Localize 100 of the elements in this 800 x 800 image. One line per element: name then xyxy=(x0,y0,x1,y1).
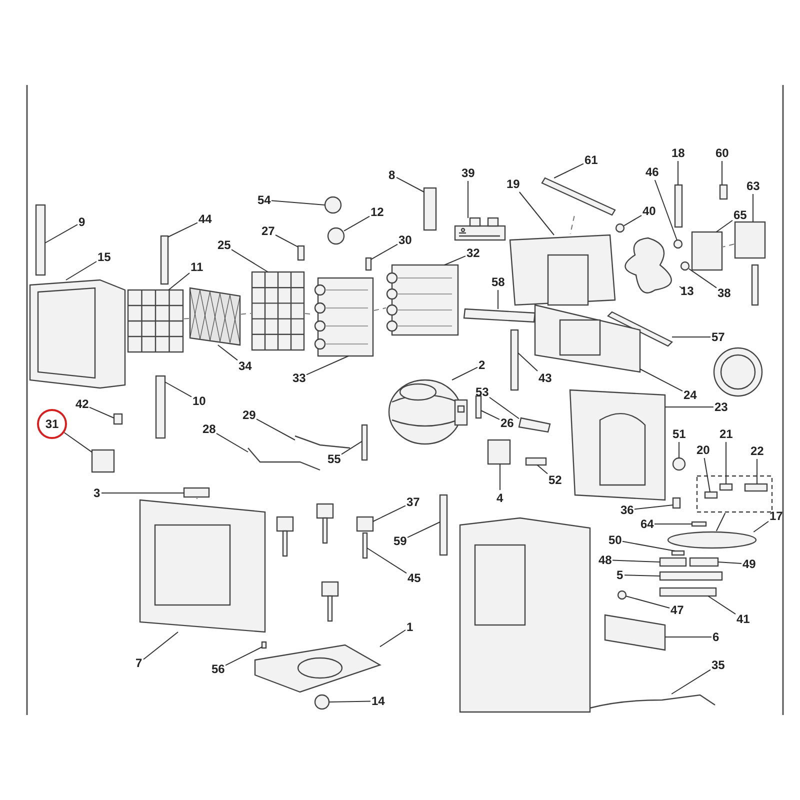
leader-line xyxy=(672,336,711,338)
tube-drawing xyxy=(248,448,320,471)
leader-line xyxy=(624,214,642,226)
leader-line xyxy=(489,396,520,420)
leader-line xyxy=(678,442,680,458)
clip-drawing xyxy=(719,184,728,200)
callout-number: 28 xyxy=(202,422,216,436)
strip-drawing xyxy=(160,235,169,285)
callout-number: 49 xyxy=(742,557,756,571)
leader-line xyxy=(671,669,711,694)
circuit-board-drawing xyxy=(454,217,506,241)
callout-number: 15 xyxy=(98,250,111,264)
callout-number: 25 xyxy=(218,238,231,252)
leader-line xyxy=(344,216,370,232)
callout-number: 53 xyxy=(476,385,489,399)
key-drawing xyxy=(744,483,768,492)
control-panel-drawing xyxy=(667,531,757,549)
leader-line xyxy=(664,636,712,638)
board-part-drawing xyxy=(659,557,687,567)
callout-number: 11 xyxy=(190,260,204,274)
dashed-outline xyxy=(696,475,773,513)
callout-number: 7 xyxy=(136,656,142,670)
leader-line xyxy=(341,440,362,455)
callout-number: 29 xyxy=(242,408,256,422)
callout-number: 45 xyxy=(408,571,421,585)
bar-drawing xyxy=(606,311,674,347)
leader-line xyxy=(372,505,406,522)
caster-wheel-drawing xyxy=(314,694,330,710)
callout-number: 30 xyxy=(398,233,412,247)
filter-drawing xyxy=(127,289,184,353)
leader-line xyxy=(225,646,262,666)
leader-line xyxy=(66,261,97,280)
leader-line xyxy=(612,560,660,562)
circled-callout-number: 31 xyxy=(37,409,67,439)
callout-number: 17 xyxy=(770,509,783,523)
leader-line xyxy=(654,180,678,240)
callout-number: 5 xyxy=(616,568,624,582)
clip-drawing xyxy=(671,550,685,556)
sensor-drawing xyxy=(518,417,551,433)
leader-line xyxy=(716,512,726,532)
callout-number: 52 xyxy=(548,473,562,487)
tube-drawing xyxy=(365,257,372,271)
leader-line xyxy=(704,458,710,492)
bracket-drawing xyxy=(734,221,766,259)
callout-number: 32 xyxy=(466,246,480,260)
callout-number: 64 xyxy=(640,517,654,531)
callout-number: 34 xyxy=(238,359,252,373)
leader-line xyxy=(256,418,296,440)
tube-drawing xyxy=(297,245,305,261)
callout-number: 21 xyxy=(720,427,733,441)
callout-number: 44 xyxy=(198,212,212,226)
callout-number: 54 xyxy=(258,193,271,207)
callout-number: 59 xyxy=(394,534,407,548)
strip-drawing xyxy=(155,375,166,439)
callout-number: 33 xyxy=(292,371,306,385)
leader-line xyxy=(231,249,268,272)
callout-number: 48 xyxy=(598,553,612,567)
leader-line xyxy=(688,268,717,288)
leader-line xyxy=(370,244,398,260)
filter-drawing xyxy=(251,271,305,351)
strip-drawing xyxy=(674,184,683,228)
spring-drawing xyxy=(615,223,625,233)
callout-number: 9 xyxy=(78,215,86,229)
coil-drawing xyxy=(324,196,342,214)
callout-number: 10 xyxy=(192,394,206,408)
condenser-drawing xyxy=(386,264,459,336)
leader-line xyxy=(407,522,440,538)
pipe-drawing xyxy=(475,395,482,419)
bolt-drawing xyxy=(362,532,368,559)
bar-drawing xyxy=(541,177,616,216)
leader-line xyxy=(366,548,407,574)
leader-line xyxy=(664,406,714,408)
rubber-foot-drawing xyxy=(356,516,374,532)
circuit-board-drawing xyxy=(659,571,723,581)
callout-number: 27 xyxy=(262,224,275,238)
coil-drawing xyxy=(327,227,345,245)
leader-line xyxy=(444,256,466,266)
assembly-guide-line xyxy=(570,216,575,234)
leader-line xyxy=(452,366,478,380)
callout-number: 20 xyxy=(696,443,710,457)
clip-drawing xyxy=(525,457,547,466)
tube-drawing xyxy=(423,187,437,231)
leader-line xyxy=(536,464,548,474)
callout-number: 1 xyxy=(406,620,414,634)
leader-line xyxy=(271,200,326,206)
callout-number: 4 xyxy=(496,491,504,505)
front-panel-drawing xyxy=(29,279,126,389)
callout-number: 37 xyxy=(406,495,420,509)
tube-drawing xyxy=(361,424,368,461)
strip-drawing xyxy=(35,204,46,276)
leader-line xyxy=(64,432,92,453)
mesh-filter-drawing xyxy=(189,287,241,346)
front-cover-drawing xyxy=(139,499,266,633)
leader-line xyxy=(275,234,298,248)
callout-number: 51 xyxy=(672,427,686,441)
handle-drawing xyxy=(183,487,210,498)
callout-number: 2 xyxy=(478,358,486,372)
callout-number: 57 xyxy=(712,330,725,344)
leader-line xyxy=(634,504,674,510)
evaporator-drawing xyxy=(314,277,374,357)
